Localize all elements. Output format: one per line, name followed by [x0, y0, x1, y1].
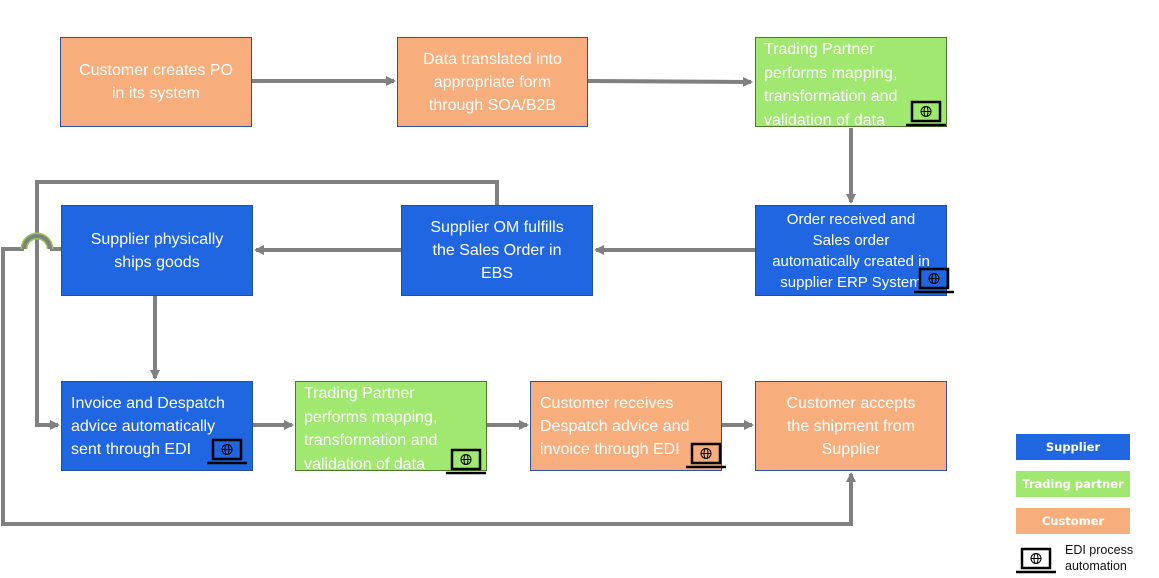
laptop-globe-icon	[914, 267, 954, 294]
node-invoice-despatch-sent: Invoice and Despatch advice automaticall…	[61, 381, 253, 471]
legend-edi-label: EDI process automation	[1065, 543, 1134, 573]
node-customer-receives-despatch: Customer receives Despatch advice and in…	[530, 381, 722, 471]
node-supplier-om-fulfills: Supplier OM fulfills the Sales Order in …	[401, 205, 593, 296]
edge-n6-n10-route	[1, 247, 856, 526]
laptop-globe-icon	[686, 442, 726, 469]
node-data-translated: Data translated into appropriate form th…	[397, 37, 588, 127]
edge-n5-n7	[35, 180, 499, 430]
laptop-globe-icon	[906, 100, 946, 127]
laptop-globe-icon	[207, 438, 247, 465]
edge-n2-n3	[587, 76, 753, 87]
node-supplier-ships-goods: Supplier physically ships goods	[61, 205, 253, 296]
node-trading-partner-mapping-2: Trading Partner performs mapping, transf…	[295, 381, 487, 473]
node-customer-creates-po: Customer creates PO in its system	[60, 37, 252, 127]
node-customer-accepts-shipment: Customer accepts the shipment from Suppl…	[755, 381, 947, 471]
legend-customer: Customer	[1016, 508, 1130, 534]
legend-trading-partner: Trading partner	[1016, 471, 1130, 497]
node-order-received: Order received and Sales order automatic…	[755, 205, 947, 296]
legend-laptop-globe-icon	[1016, 547, 1056, 574]
node-trading-partner-mapping-1: Trading Partner performs mapping, transf…	[755, 37, 947, 129]
legend-supplier: Supplier	[1016, 434, 1130, 460]
laptop-globe-icon	[446, 448, 486, 475]
